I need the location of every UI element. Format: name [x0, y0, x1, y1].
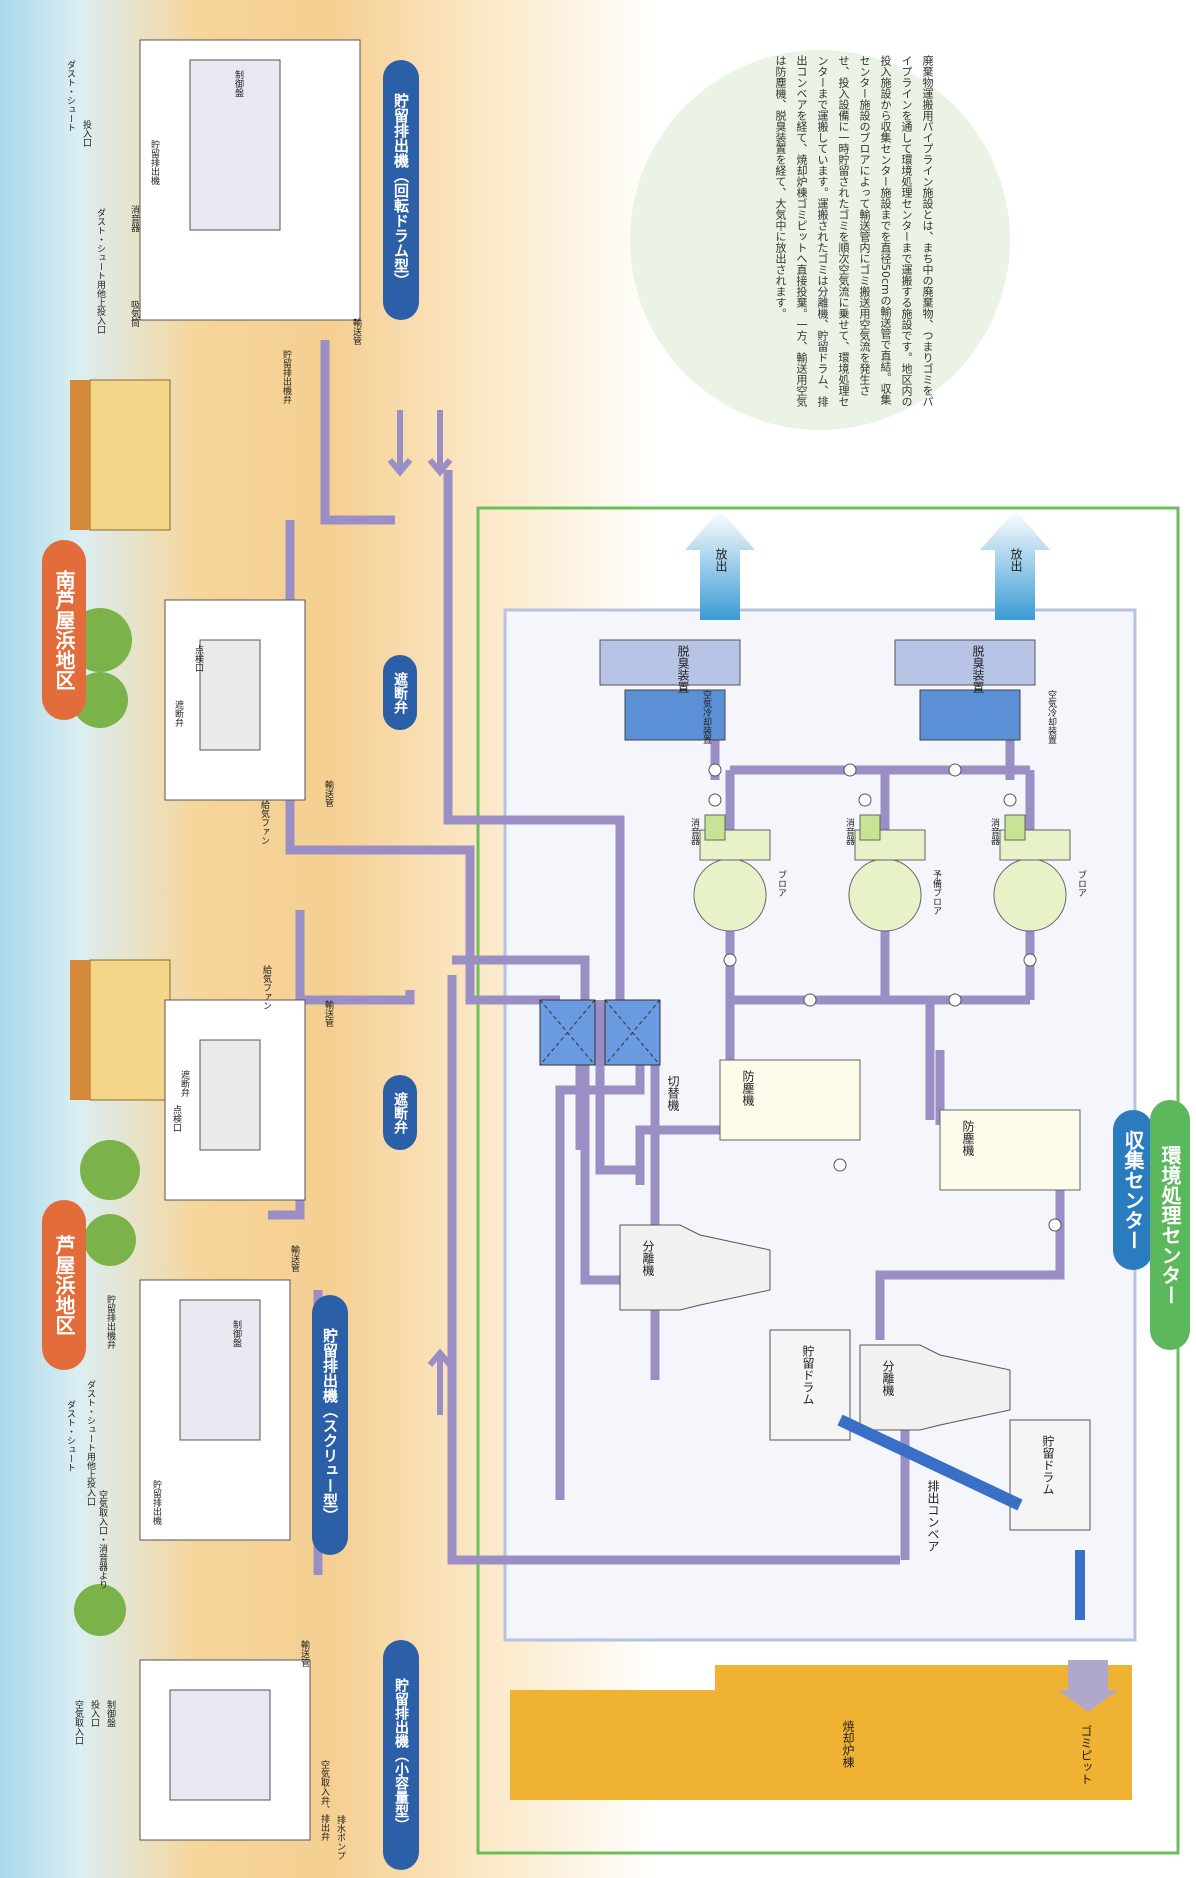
- transport-pipes: [268, 340, 1065, 1575]
- label-inlet2: 投入口: [89, 1700, 99, 1727]
- label-shutoff-2: 遮断弁: [179, 1070, 189, 1097]
- label-shutoff-1: 遮断弁: [173, 700, 183, 727]
- collection-center-tag: 収集センター: [1113, 1110, 1153, 1270]
- valve-station-2: [164, 999, 306, 1201]
- label-separator-2: 分離機: [881, 1360, 895, 1396]
- description-text: 廃棄物運搬用パイプライン施設とは、まち中の廃棄物、つまりゴミをパイプラインを通し…: [774, 55, 934, 407]
- label-blower-3: ブロア: [1076, 870, 1086, 897]
- label-cooler-1: 空気冷却装置: [701, 690, 711, 744]
- label-supply-fan-2: 給気ファン: [261, 965, 271, 1010]
- label-separator-1: 分離機: [641, 1240, 655, 1276]
- valve-station-1: [164, 599, 306, 801]
- label-drum-outlet: 貯留排出機: [149, 140, 159, 185]
- label-release-2: 放出: [1009, 548, 1023, 572]
- station-label-small: 貯留排出機（小容量型）: [383, 1640, 419, 1870]
- label-inspection-2: 点検口: [171, 1105, 181, 1132]
- separator-1: [619, 1224, 771, 1311]
- station-label-drum: 貯留排出機（回転ドラム型）: [383, 60, 419, 320]
- label-drain-pump: 排水ポンプ: [335, 1815, 345, 1860]
- station-screw: [139, 1279, 291, 1541]
- label-dust-chute: ダスト・シュート: [65, 60, 75, 132]
- area-tag-minami: 南芦屋浜地区: [42, 540, 86, 720]
- label-muffler-in: 空気取入口・消音器より: [97, 1490, 107, 1589]
- description-bubble: [630, 50, 1010, 430]
- label-muffler-2: 消音器: [844, 818, 854, 845]
- switcher: [539, 999, 661, 1066]
- label-supply-fan-1: 給気ファン: [259, 800, 269, 845]
- environment-center-tag: 環境処理センター: [1150, 1100, 1190, 1350]
- label-inlet: 投入口: [81, 120, 91, 147]
- label-dust-chute-inlet: ダスト・シュート用他上投入口: [95, 208, 105, 334]
- dust-collector-2: [939, 1109, 1081, 1191]
- station-label-screw: 貯留排出機（スクリュー型）: [312, 1295, 348, 1555]
- label-muffler-1: 消音器: [689, 818, 699, 845]
- valve-markers: [708, 763, 1062, 1232]
- label-intake: 吸気筒: [129, 300, 139, 327]
- label-transport-pipe-3: 輸送管: [323, 1000, 333, 1027]
- label-deodorizer-2: 脱臭装置: [971, 645, 985, 693]
- flow-arrows: [387, 410, 453, 1415]
- trees: [68, 608, 140, 1636]
- label-switcher: 切替機: [666, 1075, 680, 1111]
- label-outlet-valve: 貯留排出機弁: [281, 350, 291, 404]
- label-dust-collector-1: 防塵機: [741, 1070, 755, 1106]
- deodorizer-1: [599, 639, 741, 686]
- air-cooler-2: [919, 689, 1021, 741]
- label-release-1: 放出: [714, 548, 728, 572]
- station-small: [139, 1659, 311, 1841]
- valve-label-2: 遮断弁: [383, 1075, 417, 1150]
- label-control-panel: 制御盤: [233, 70, 243, 97]
- storage-drum-2: [1009, 1419, 1091, 1531]
- label-screw-drum: 貯留排出機弁: [105, 1295, 115, 1349]
- house-1: [70, 379, 171, 531]
- label-air-valve: 空気取入弁、排出弁: [319, 1760, 329, 1841]
- label-transport-pipe-4: 輸送管: [289, 1245, 299, 1272]
- separator-2: [859, 1344, 1011, 1431]
- label-deodorizer-1: 脱臭装置: [676, 645, 690, 693]
- label-transport-pipe-2: 輸送管: [323, 780, 333, 807]
- storage-drum-1: [769, 1329, 851, 1441]
- label-conveyor: 排出コンベア: [926, 1480, 940, 1552]
- label-storage-drum-2: 貯留ドラム: [1041, 1435, 1055, 1495]
- label-blower-1: ブロア: [776, 870, 786, 897]
- label-screw-dust: ダスト・シュート: [65, 1400, 75, 1472]
- valve-label-1: 遮断弁: [383, 655, 417, 730]
- deodorizer-2: [894, 639, 1036, 686]
- pit-arrow: [1058, 1660, 1118, 1712]
- label-inspection-1: 点検口: [193, 645, 203, 672]
- label-drum-outlet-2: 貯留排出機: [151, 1480, 161, 1525]
- station-drum: [139, 39, 361, 321]
- label-transport-pipe-5: 輸送管: [299, 1640, 309, 1667]
- release-arrow-1: [685, 510, 755, 620]
- label-control2: 制御盤: [105, 1700, 115, 1727]
- dust-collector-1: [719, 1059, 861, 1141]
- label-garbage-pit: ゴミピット: [1079, 1725, 1093, 1785]
- label-incinerator: 焼却炉棟: [841, 1720, 855, 1768]
- label-spare-blower: 予備ブロア: [931, 870, 941, 915]
- label-cooler-2: 空気冷却装置: [1046, 690, 1056, 744]
- label-transport-pipe-1: 輸送管: [351, 318, 361, 345]
- label-screw-inlet: ダスト・シュート用他上投入口: [85, 1380, 95, 1506]
- label-muffler-3: 消音器: [989, 818, 999, 845]
- release-arrow-2: [980, 510, 1050, 620]
- air-cooler-1: [624, 689, 726, 741]
- label-storage-drum-1: 貯留ドラム: [801, 1345, 815, 1405]
- discharge-conveyor: [837, 1414, 1023, 1511]
- blowers: [693, 814, 1071, 932]
- label-air-intake: 空気取入口: [73, 1700, 83, 1745]
- house-2: [70, 959, 171, 1101]
- garbage-pit: [510, 1665, 1132, 1800]
- label-silencer: 消音器: [129, 205, 139, 232]
- area-tag-ashiya: 芦屋浜地区: [42, 1200, 86, 1370]
- label-control-panel-2: 制御盤: [231, 1320, 241, 1347]
- label-dust-collector-2: 防塵機: [961, 1120, 975, 1156]
